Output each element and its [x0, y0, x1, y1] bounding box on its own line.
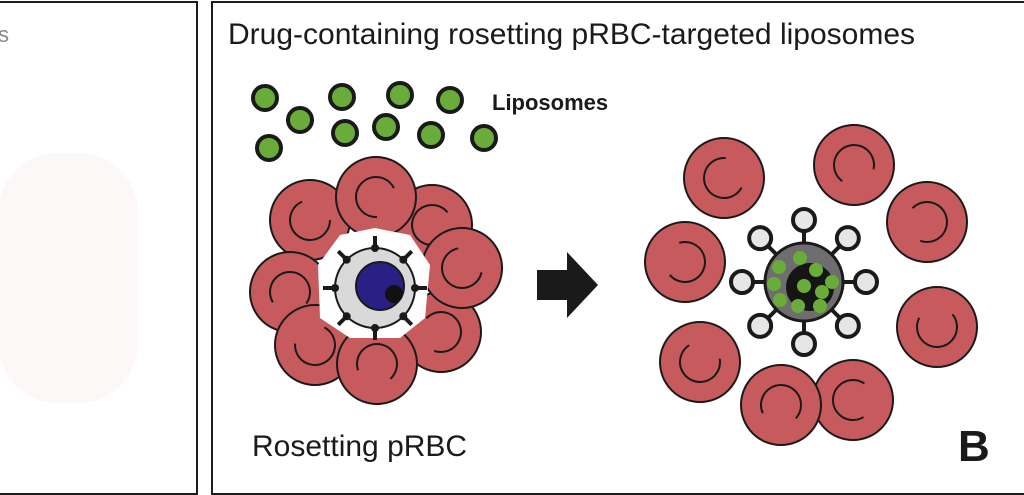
rbc-concavity — [832, 379, 865, 421]
free-liposomes-group — [251, 81, 498, 162]
ligand-knob — [399, 255, 408, 264]
panel-a-text-fragment: s — [0, 22, 9, 47]
encapsulated-drug — [825, 275, 839, 289]
encapsulated-drug — [813, 299, 827, 313]
ligand-knob — [331, 284, 339, 292]
liposomes-label: Liposomes — [492, 90, 609, 115]
rbc-body — [896, 286, 978, 368]
targeting-ligand-head — [853, 269, 879, 295]
rbc-body — [886, 181, 968, 263]
liposome — [436, 86, 464, 114]
encapsulated-drug — [767, 277, 781, 291]
rbc-body — [335, 156, 417, 238]
red-blood-cell — [813, 124, 895, 206]
targeting-ligand-head — [834, 225, 861, 252]
ligand-knob — [371, 324, 379, 332]
liposome — [470, 124, 498, 152]
red-blood-cell — [812, 359, 894, 441]
panel-a-frame — [0, 1, 198, 495]
rbc-concavity — [679, 344, 721, 383]
red-blood-cell — [896, 286, 978, 368]
rbc-body — [659, 321, 741, 403]
rbc-concavity — [916, 313, 958, 348]
rbc-concavity — [833, 144, 875, 182]
targeted-rosette-group — [644, 124, 978, 446]
rbc-body — [644, 221, 726, 303]
rbc-body — [683, 137, 765, 219]
liposome — [251, 84, 279, 112]
targeting-ligand-head — [791, 207, 817, 233]
rbc-body — [740, 364, 822, 446]
rbc-concavity — [441, 247, 483, 289]
encapsulated-drug — [815, 285, 829, 299]
ligand-knob — [399, 312, 408, 321]
rbc-concavity — [411, 204, 449, 246]
rosetting-caption: Rosetting pRBC — [252, 430, 468, 463]
diagram-canvas — [249, 81, 978, 446]
rbc-concavity — [356, 343, 398, 380]
red-blood-cell — [886, 181, 968, 263]
rbc-concavity — [911, 201, 948, 243]
encapsulated-drug — [793, 251, 807, 265]
red-blood-cell — [335, 156, 417, 238]
panel-letter: B — [958, 422, 990, 471]
red-blood-cell — [683, 137, 765, 219]
rbc-body — [812, 359, 894, 441]
red-blood-cell — [740, 364, 822, 446]
red-blood-cell — [644, 221, 726, 303]
rbc-body — [813, 124, 895, 206]
panel-title: Drug-containing rosetting pRBC-targeted … — [228, 18, 916, 51]
liposome — [372, 113, 400, 141]
encapsulated-drug — [809, 263, 823, 277]
targeting-ligand-head — [834, 312, 861, 339]
rbc-concavity — [355, 176, 395, 218]
ligand-knob — [411, 284, 419, 292]
ligand-knob — [342, 312, 351, 321]
red-blood-cell — [659, 321, 741, 403]
liposome — [386, 81, 414, 109]
targeting-ligand-head — [791, 331, 817, 357]
red-blood-cell — [421, 227, 503, 309]
liposome — [328, 83, 356, 111]
ligand-knob — [342, 255, 351, 264]
panel-a-faint-image — [0, 153, 138, 403]
rbc-concavity — [760, 384, 802, 420]
encapsulated-drug — [797, 279, 811, 293]
rbc-concavity — [703, 157, 743, 199]
encapsulated-drug — [773, 293, 787, 307]
targeting-ligand-head — [729, 269, 755, 295]
rosette-group — [249, 156, 503, 405]
liposome — [255, 134, 283, 162]
encapsulated-drug — [772, 260, 786, 274]
liposome — [286, 106, 314, 134]
liposome — [417, 121, 445, 149]
rbc-concavity — [294, 326, 336, 366]
rbc-concavity — [289, 200, 331, 241]
right-arrow-icon — [537, 252, 598, 318]
rbc-concavity — [669, 241, 706, 283]
rbc-body — [421, 227, 503, 309]
parasite-nucleus — [385, 285, 403, 303]
rbc-concavity — [425, 311, 462, 353]
liposome — [331, 119, 359, 147]
rbc-concavity — [269, 271, 311, 305]
targeting-ligand-head — [747, 312, 774, 339]
targeting-ligand-head — [747, 225, 774, 252]
encapsulated-drug — [791, 299, 805, 313]
ligand-knob — [371, 244, 379, 252]
